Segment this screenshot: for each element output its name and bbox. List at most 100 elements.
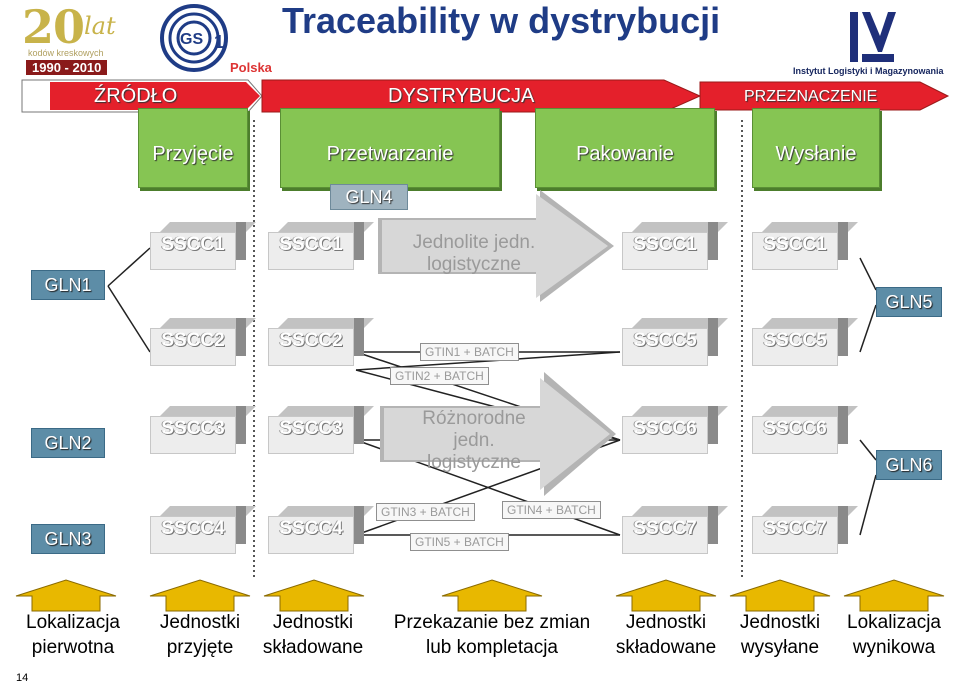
sscc-label: SSCC7	[633, 518, 697, 539]
sscc-box: SSCC5	[752, 318, 858, 366]
sscc-label: SSCC5	[633, 330, 697, 351]
mixed-units-line3: logistyczne	[427, 452, 521, 473]
sscc-label: SSCC3	[161, 418, 225, 439]
mixed-units-arrow	[380, 372, 616, 496]
bottom-label-line1: Jednostki	[159, 612, 241, 633]
gtin-label: GTIN4 + BATCH	[502, 501, 601, 519]
sscc-box: SSCC2	[150, 318, 256, 366]
stage-destination: PRZEZNACZENIE	[744, 88, 878, 105]
bottom-label-line2: pierwotna	[31, 637, 115, 658]
sscc-label: SSCC5	[763, 330, 827, 351]
sscc-label: SSCC1	[633, 234, 697, 255]
gln5-box: GLN5	[876, 287, 942, 317]
uniform-units-line1: Jednolite jedn.	[412, 232, 536, 253]
bottom-arrows	[15, 579, 945, 612]
sscc-box: SSCC7	[622, 506, 728, 554]
bottom-label-line2: lub kompletacja	[425, 637, 559, 658]
bottom-label-line2: wynikowa	[852, 637, 936, 658]
gtin-label: GTIN1 + BATCH	[420, 343, 519, 361]
process-receiving: Przyjęcie	[138, 108, 248, 188]
bottom-label-received-units: Jednostki przyjęte	[140, 610, 260, 660]
bottom-label-line1: Przekazanie bez zmian	[393, 612, 591, 633]
sscc-box: SSCC5	[622, 318, 728, 366]
sscc-box: SSCC6	[622, 406, 728, 454]
sscc-box: SSCC3	[268, 406, 374, 454]
bottom-label-line1: Lokalizacja	[847, 612, 941, 633]
sscc-label: SSCC1	[161, 234, 225, 255]
svg-text:GS: GS	[180, 31, 203, 48]
bottom-label-line1: Lokalizacja	[26, 612, 120, 633]
gln6-box: GLN6	[876, 450, 942, 480]
stage-distribution: DYSTRYBUCJA	[388, 85, 535, 107]
logo-subtitle: kodów kreskowych	[28, 48, 104, 58]
process-receiving-label: Przyjęcie	[152, 143, 234, 165]
gs1-country: Polska	[230, 60, 272, 75]
uniform-units-label: Jednolite jedn. logistyczne	[384, 232, 564, 276]
sscc-label: SSCC4	[161, 518, 225, 539]
stage-source: ŹRÓDŁO	[94, 85, 178, 107]
gln1-box: GLN1	[31, 270, 105, 300]
stage-bar	[21, 79, 950, 113]
uniform-units-line2: logistyczne	[427, 254, 521, 275]
bottom-label-shipped-units: Jednostki wysyłane	[726, 610, 834, 660]
mixed-units-label: Różnorodne jedn. logistyczne	[380, 408, 568, 474]
process-shipping-label: Wysłanie	[775, 143, 857, 165]
bottom-label-line2: przyjęte	[166, 637, 234, 658]
sscc-box: SSCC4	[268, 506, 374, 554]
bottom-label-destination-location: Lokalizacja wynikowa	[834, 610, 954, 660]
dividers	[253, 120, 743, 580]
anniversary-logo: 20 lat kodów kreskowych 1990 - 2010	[18, 0, 138, 76]
process-packing-label: Pakowanie	[576, 143, 674, 165]
bottom-label-line2: wysyłane	[740, 637, 820, 658]
sscc-box: SSCC1	[150, 222, 256, 270]
gtin-label: GTIN3 + BATCH	[376, 503, 475, 521]
bottom-label-stored-units-2: Jednostki składowane	[606, 610, 726, 660]
gln3-box: GLN3	[31, 524, 105, 554]
sscc-box: SSCC6	[752, 406, 858, 454]
process-shipping: Wysłanie	[752, 108, 880, 188]
sscc-label: SSCC6	[633, 418, 697, 439]
mixed-units-line1: Różnorodne	[422, 408, 526, 429]
sscc-label: SSCC1	[279, 234, 343, 255]
sscc-label: SSCC7	[763, 518, 827, 539]
sscc-label: SSCC4	[279, 518, 343, 539]
uniform-units-arrow	[378, 190, 614, 302]
gln2-box: GLN2	[31, 428, 105, 458]
gln4-box: GLN4	[330, 184, 408, 210]
process-processing-label: Przetwarzanie	[326, 143, 454, 165]
logo-20-number: 20	[22, 0, 85, 54]
sscc-box: SSCC1	[622, 222, 728, 270]
bottom-label-stored-units: Jednostki składowane	[254, 610, 372, 660]
gtin-label: GTIN2 + BATCH	[390, 367, 489, 385]
sscc-box: SSCC1	[752, 222, 858, 270]
bottom-label-line1: Jednostki	[272, 612, 354, 633]
bottom-label-source-location: Lokalizacja pierwotna	[14, 610, 132, 660]
sscc-label: SSCC2	[279, 330, 343, 351]
svg-text:1: 1	[214, 32, 224, 52]
sscc-box: SSCC1	[268, 222, 374, 270]
process-processing: Przetwarzanie	[280, 108, 500, 188]
page-title: Traceability w dystrybucji	[282, 0, 721, 41]
page-number: 14	[16, 672, 29, 684]
bottom-label-transfer: Przekazanie bez zmian lub kompletacja	[376, 610, 608, 660]
mixed-units-line2: jedn.	[453, 430, 495, 451]
logo-lat-text: lat	[84, 12, 116, 40]
sscc-box: SSCC2	[268, 318, 374, 366]
sscc-box: SSCC4	[150, 506, 256, 554]
bottom-label-line1: Jednostki	[625, 612, 707, 633]
sscc-box: SSCC7	[752, 506, 858, 554]
sscc-label: SSCC3	[279, 418, 343, 439]
sscc-box: SSCC3	[150, 406, 256, 454]
logo-years: 1990 - 2010	[26, 60, 108, 75]
sscc-label: SSCC1	[763, 234, 827, 255]
sscc-label: SSCC2	[161, 330, 225, 351]
sscc-label: SSCC6	[763, 418, 827, 439]
ilim-name: Instytut Logistyki i Magazynowania	[793, 66, 944, 76]
gtin-label: GTIN5 + BATCH	[410, 533, 509, 551]
bottom-label-line2: składowane	[615, 637, 717, 658]
process-packing: Pakowanie	[535, 108, 715, 188]
gs1-logo: GS 1	[160, 4, 228, 72]
bottom-label-line2: składowane	[262, 637, 364, 658]
bottom-label-line1: Jednostki	[739, 612, 821, 633]
ilim-logo	[850, 12, 896, 62]
